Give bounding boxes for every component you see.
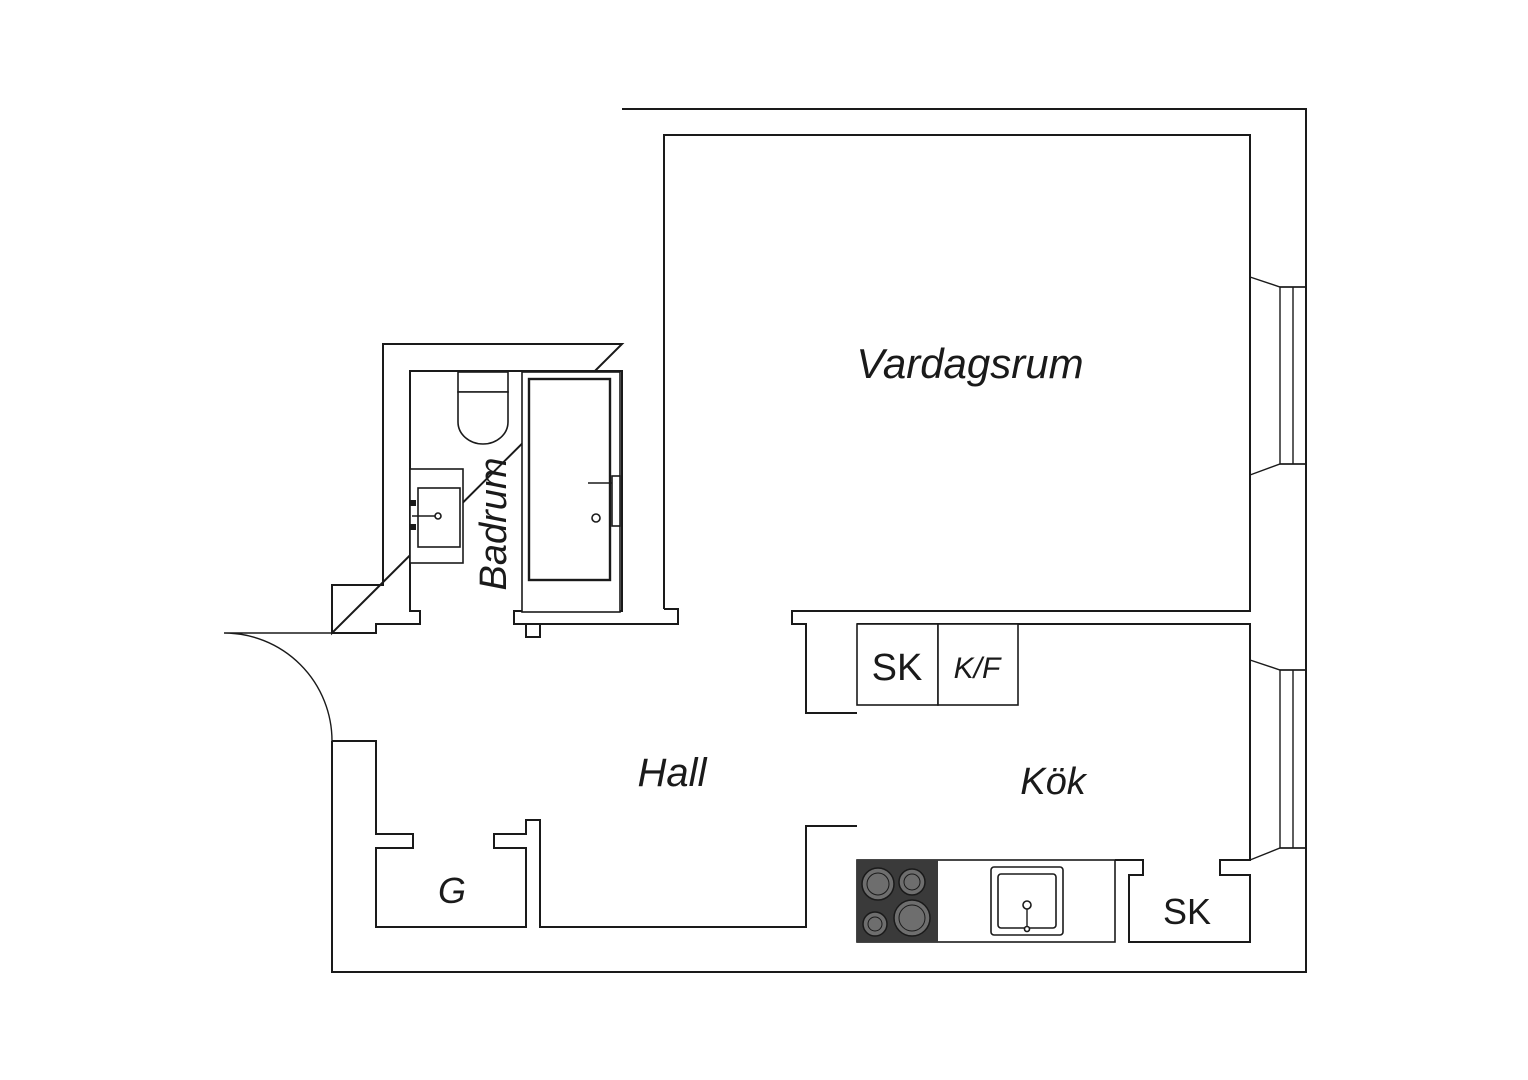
fridge-freezer-box <box>937 623 1019 706</box>
cabinet-kitchen-box <box>856 623 939 706</box>
toilet-icon <box>457 371 509 445</box>
kitchen-walls <box>857 623 1251 943</box>
stove-icon <box>857 860 938 942</box>
room-label-living: Vardagsrum <box>856 340 1083 387</box>
fixture-label-fridge-freezer: K/F <box>954 652 1002 685</box>
front-door-swing-icon <box>223 632 333 742</box>
room-label-kitchen: Kök <box>1020 761 1087 803</box>
kitchen-partition <box>332 740 857 928</box>
room-label-wardrobe: G <box>438 870 466 911</box>
window-icon <box>1249 276 1307 476</box>
room-label-hall: Hall <box>638 751 708 795</box>
fixture-label-cabinet-corner: SK <box>1163 891 1211 932</box>
window-icon <box>1249 659 1307 861</box>
kitchen-sink-icon <box>990 866 1064 936</box>
fixture-label-cabinet: SK <box>872 647 923 689</box>
living-room-wall-left-stub <box>525 608 679 638</box>
washbasin-icon <box>409 468 464 564</box>
room-label-bathroom: Badrum <box>473 457 515 590</box>
living-room-walls <box>663 134 1251 714</box>
bathtub-icon <box>521 371 621 613</box>
